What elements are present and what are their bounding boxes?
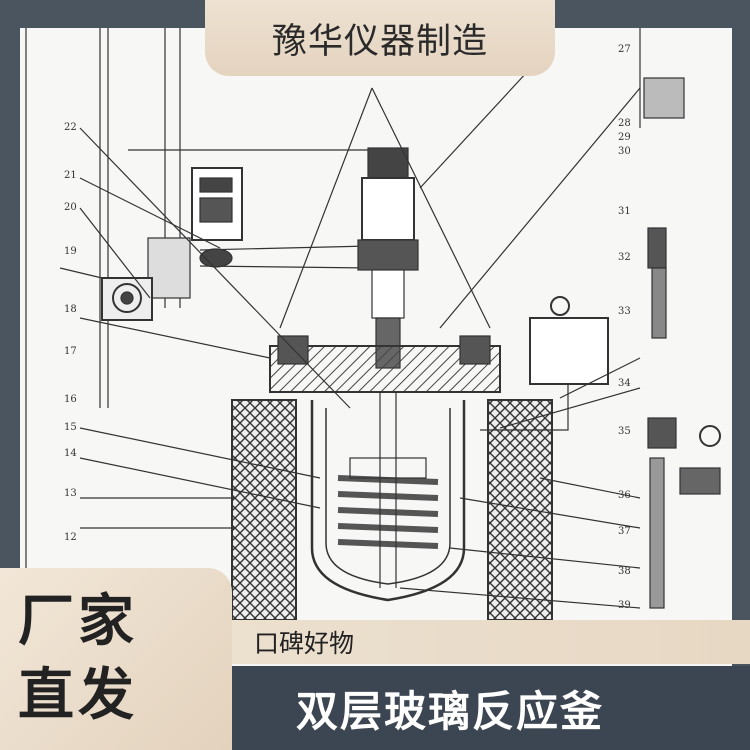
brand-banner: 豫华仪器制造	[205, 0, 555, 76]
part-number: 20	[64, 202, 77, 213]
part-number: 33	[618, 306, 631, 317]
part-number: 31	[618, 206, 631, 217]
brand-name: 豫华仪器制造	[271, 21, 488, 62]
part-number: 19	[64, 246, 77, 257]
part-number: 35	[618, 426, 631, 437]
tagline-text: 口碑好物	[254, 629, 355, 658]
part-number: 16	[64, 394, 77, 405]
badge-line-2: 直发	[18, 663, 138, 728]
part-number: 34	[618, 378, 631, 389]
part-number: 27	[618, 44, 631, 55]
part-number: 22	[64, 122, 77, 133]
badge-line-1: 厂家	[18, 589, 138, 654]
part-number: 37	[618, 526, 631, 537]
part-number: 38	[618, 566, 631, 577]
part-number: 21	[64, 170, 77, 181]
part-number: 13	[64, 488, 77, 499]
part-number-labels: 22 21 20 19 18 17 16 15 14 13 12 27 28 2…	[64, 44, 631, 611]
part-number: 18	[64, 304, 77, 315]
factory-direct-badge: 厂家 直发	[0, 568, 232, 750]
tagline-strip: 口碑好物	[210, 620, 750, 664]
part-number: 12	[64, 532, 77, 543]
part-number: 28	[618, 118, 631, 129]
product-title: 双层玻璃反应釜	[295, 686, 604, 736]
part-number: 29	[618, 132, 631, 143]
product-title-bar: 双层玻璃反应釜	[210, 666, 750, 750]
reactor-schematic: 22 21 20 19 18 17 16 15 14 13 12 27 28 2…	[25, 28, 721, 728]
part-number: 14	[64, 448, 77, 459]
part-number: 30	[618, 146, 631, 157]
part-number: 32	[618, 252, 631, 263]
part-number: 36	[618, 490, 631, 501]
part-number: 17	[64, 346, 77, 357]
part-number: 39	[618, 600, 631, 611]
part-number: 15	[64, 422, 77, 433]
